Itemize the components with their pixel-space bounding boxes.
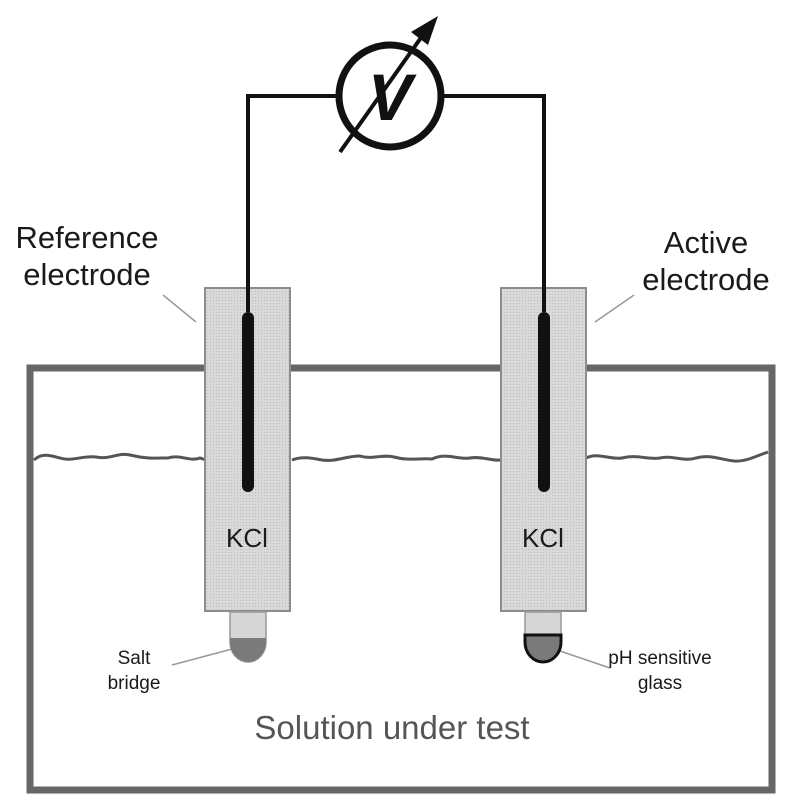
liquid-surface bbox=[32, 450, 769, 463]
active-leader-line bbox=[594, 294, 635, 323]
voltmeter-arrowhead-icon bbox=[411, 16, 438, 45]
salt-bridge-fill bbox=[230, 638, 266, 662]
active-internal-wire bbox=[538, 312, 550, 492]
reference-electrode-label-line2: electrode bbox=[23, 257, 151, 292]
voltmeter-needle bbox=[338, 30, 427, 154]
active-electrode-label-line2: electrode bbox=[642, 262, 770, 297]
ph-glass-leader-line bbox=[559, 650, 611, 669]
reference-electrode-label-line1: Reference bbox=[15, 220, 158, 255]
ph-glass-membrane bbox=[523, 633, 563, 664]
salt-bridge-label-line2: bridge bbox=[108, 673, 161, 694]
right-circuit-wire bbox=[442, 94, 546, 312]
reference-leader-line bbox=[162, 294, 197, 323]
kcl-right-label: KCl bbox=[522, 523, 564, 553]
ph-glass-label-line1: pH sensitive bbox=[608, 648, 712, 669]
ph-glass-label-line2: glass bbox=[638, 673, 682, 694]
kcl-left-label: KCl bbox=[226, 523, 268, 553]
voltmeter-symbol: V bbox=[368, 60, 417, 134]
salt-bridge-leader-line bbox=[171, 648, 233, 666]
solution-container bbox=[26, 364, 776, 794]
active-electrode-label-line1: Active bbox=[664, 225, 748, 260]
reference-internal-wire bbox=[242, 312, 254, 492]
voltmeter-circle bbox=[335, 41, 445, 151]
left-circuit-wire bbox=[246, 94, 338, 312]
salt-bridge-label-line1: Salt bbox=[118, 648, 151, 669]
solution-label: Solution under test bbox=[254, 709, 529, 746]
